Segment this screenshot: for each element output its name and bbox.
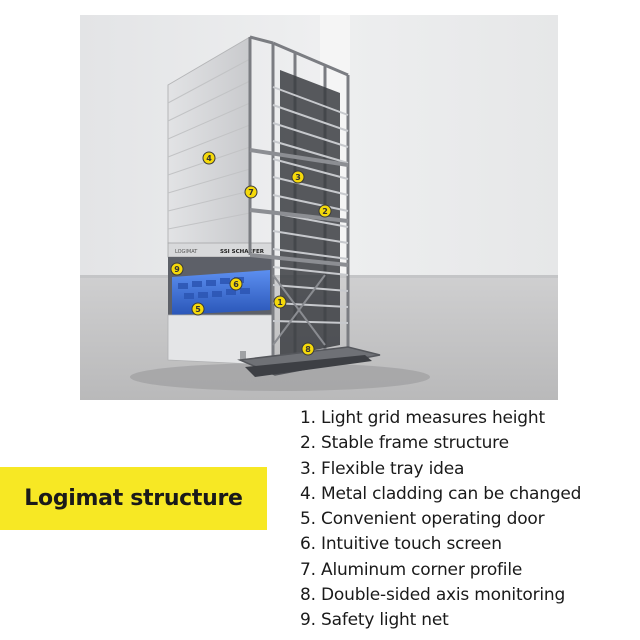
brand-label: SSI SCHAEFER [220,249,265,255]
callout-3: 3 [291,170,305,184]
callout-5: 5 [191,302,205,316]
feature-item-light-net: 9. Safety light net [300,610,449,631]
feature-list: 1. Light grid measures height 2. Stable … [300,406,581,634]
callout-8: 8 [301,342,315,356]
callout-9: 9 [170,262,184,276]
logimat-label: LOGIMAT [175,249,198,255]
callout-6: 6 [229,277,243,291]
callout-markers: 1 2 3 4 5 [170,151,332,356]
callout-2: 2 [318,204,332,218]
svg-text:6: 6 [233,280,239,289]
svg-text:2: 2 [322,207,328,216]
svg-text:7: 7 [248,188,254,197]
feature-item-touch-screen: 6. Intuitive touch screen [300,534,502,555]
svg-text:4: 4 [206,154,212,163]
callout-4: 4 [202,151,216,165]
svg-text:5: 5 [195,305,201,314]
svg-text:9: 9 [174,265,180,274]
feature-item-door: 5. Convenient operating door [300,509,545,530]
feature-item-frame: 2. Stable frame structure [300,433,509,454]
feature-item-cladding: 4. Metal cladding can be changed [300,483,582,504]
product-photo: LOGIMAT SSI SCHAEFER [80,15,558,400]
feature-item-light-grid: 1. Light grid measures height [300,408,545,428]
feature-item-corner-profile: 7. Aluminum corner profile [300,559,523,580]
feature-item-tray: 3. Flexible tray idea [300,458,465,479]
title-banner: Logimat structure [0,467,267,530]
page-title: Logimat structure [24,486,243,511]
callout-7: 7 [244,185,258,199]
svg-text:3: 3 [295,173,301,182]
svg-text:8: 8 [305,345,311,354]
svg-text:1: 1 [277,298,283,307]
feature-item-axis-monitoring: 8. Double-sided axis monitoring [300,585,566,606]
callout-1: 1 [273,295,287,309]
